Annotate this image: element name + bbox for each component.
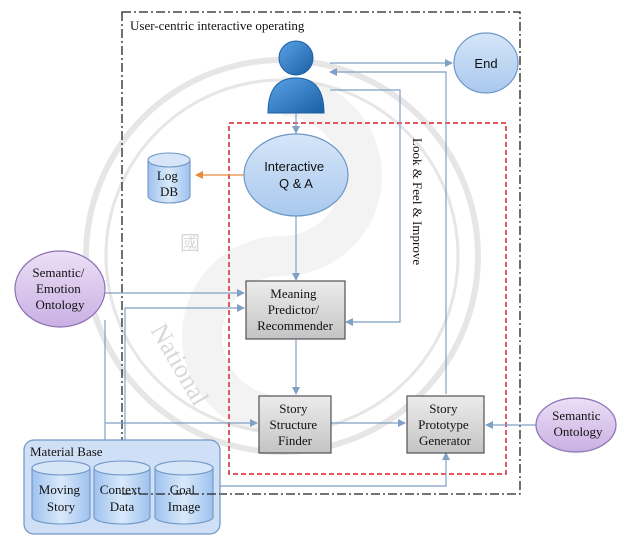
- material-base-label: Material Base: [30, 444, 103, 459]
- story-prototype-label: Story Prototype Generator: [418, 401, 472, 448]
- edge-material-to-prototype: [220, 452, 450, 487]
- edge-feedback-to-predictor: [330, 89, 401, 326]
- meaning-predictor-node: Meaning Predictor/ Recommender: [245, 280, 346, 340]
- semantic-ontology-node: Semantic Ontology: [535, 397, 617, 453]
- moving-story-label: Moving Story: [39, 482, 83, 514]
- outer-frame: [121, 11, 521, 495]
- story-structure-label: Story Structure Finder: [270, 401, 321, 448]
- semantic-ontology-label: Semantic Ontology: [552, 408, 604, 439]
- context-data-label: Context Data: [100, 482, 144, 514]
- user-icon: [267, 40, 325, 114]
- edge-prototype-to-user: [329, 68, 447, 394]
- context-data-cylinder: Context Data: [93, 460, 151, 525]
- edge-material-to-predictor: [124, 304, 245, 440]
- interactive-qa-label: Interactive Q & A: [264, 159, 328, 191]
- goal-image-cylinder: Goal Image: [154, 460, 214, 525]
- log-db-label: Log DB: [157, 168, 181, 199]
- end-node: End: [453, 32, 519, 94]
- semantic-emotion-ontology-label: Semantic/ Emotion Ontology: [32, 265, 87, 312]
- edges: [104, 59, 538, 487]
- material-base-node: Material Base Moving Story Context Data: [23, 439, 221, 535]
- goal-image-label: Goal Image: [168, 482, 201, 514]
- look-feel-improve-label: Look & Feel & Improve: [410, 138, 425, 265]
- end-label: End: [474, 56, 497, 71]
- interactive-qa-node: Interactive Q & A: [243, 133, 349, 217]
- outer-frame-title: User-centric interactive operating: [130, 18, 305, 33]
- log-db-node: Log DB: [147, 152, 191, 204]
- story-prototype-node: Story Prototype Generator: [406, 395, 485, 454]
- moving-story-cylinder: Moving Story: [31, 460, 91, 525]
- inner-frame: [228, 122, 507, 475]
- svg-text:國: 國: [180, 233, 200, 255]
- story-structure-node: Story Structure Finder: [258, 395, 332, 454]
- meaning-predictor-label: Meaning Predictor/ Recommender: [257, 286, 333, 333]
- semantic-emotion-ontology-node: Semantic/ Emotion Ontology: [14, 250, 106, 328]
